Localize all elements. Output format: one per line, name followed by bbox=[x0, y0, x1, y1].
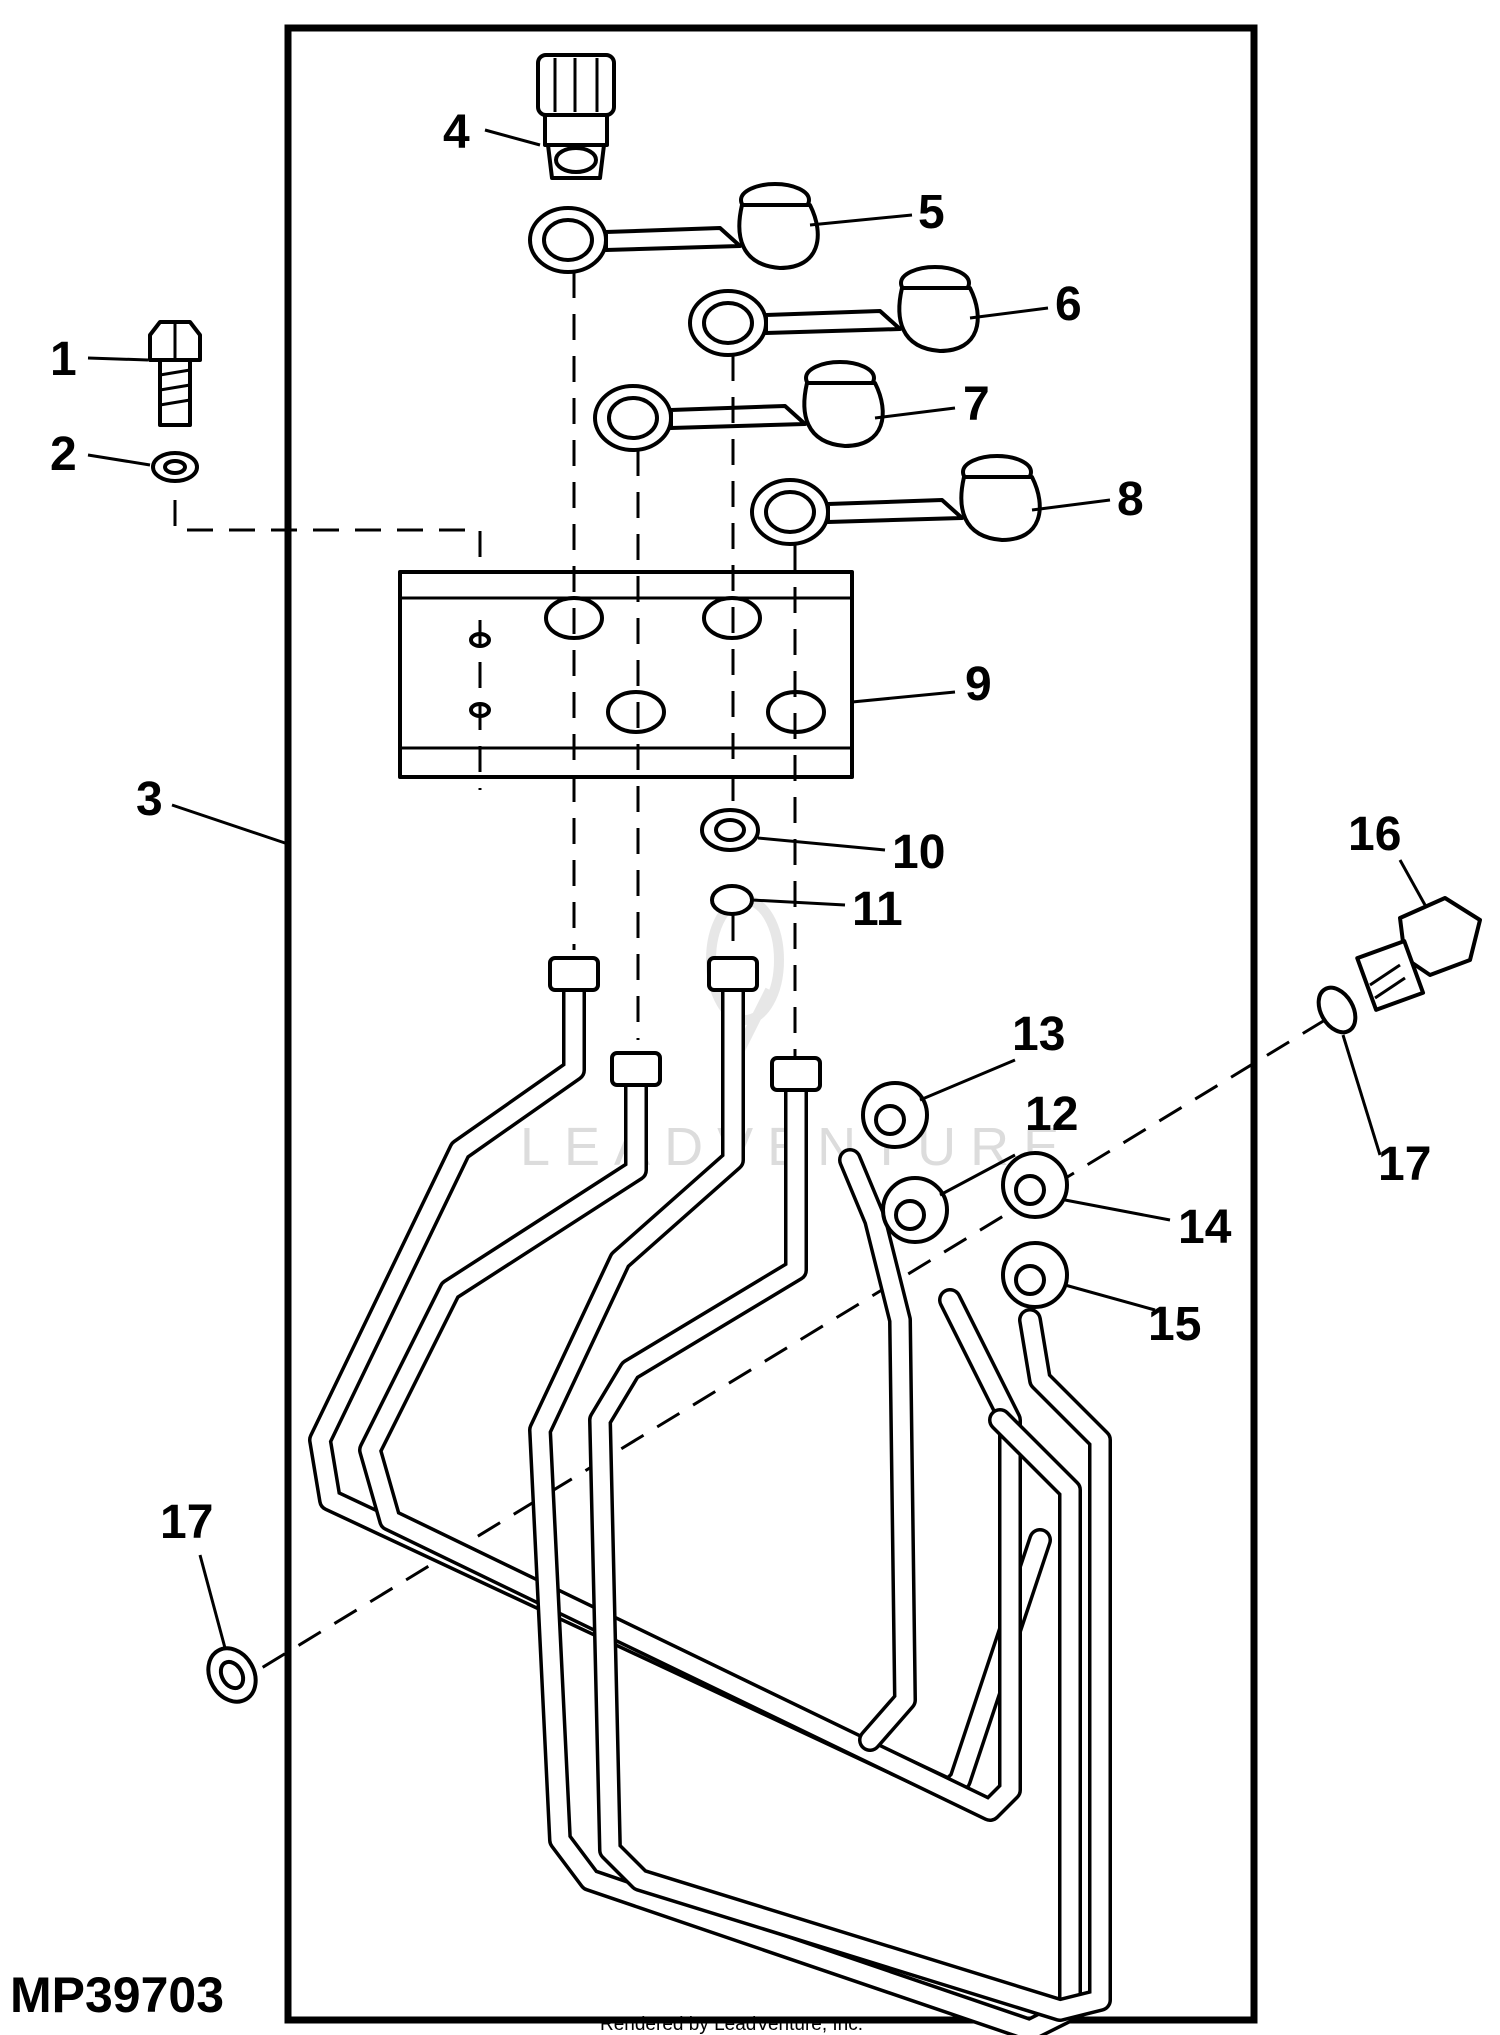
kit-frame bbox=[284, 24, 1258, 2024]
hydraulic-tubes bbox=[308, 973, 1112, 2035]
render-credit: Rendered by LeadVenture, Inc. bbox=[600, 2014, 863, 2035]
leader-lines bbox=[87, 128, 1427, 1649]
callout-15: 15 bbox=[1148, 1298, 1201, 1351]
callout-13: 13 bbox=[1012, 1008, 1065, 1061]
callout-5: 5 bbox=[918, 186, 945, 239]
banjo-bolt bbox=[1355, 896, 1482, 1012]
callout-8: 8 bbox=[1117, 473, 1144, 526]
coupler-fitting bbox=[536, 53, 616, 180]
callout-12: 12 bbox=[1025, 1088, 1078, 1141]
callout-6: 6 bbox=[1055, 278, 1082, 331]
callout-14: 14 bbox=[1178, 1201, 1232, 1254]
lock-washer bbox=[151, 451, 199, 483]
callout-11: 11 bbox=[852, 883, 903, 936]
tube-end-15 bbox=[1001, 1241, 1069, 1309]
dust-cap-5 bbox=[528, 182, 820, 274]
callout-3: 3 bbox=[136, 773, 163, 826]
callout-4: 4 bbox=[443, 106, 470, 159]
callout-7: 7 bbox=[963, 378, 990, 431]
dust-cap-8 bbox=[750, 454, 1042, 546]
tube-end-12 bbox=[881, 1176, 949, 1244]
callout-17-left: 17 bbox=[160, 1496, 213, 1549]
dust-cap-6 bbox=[688, 265, 980, 357]
tube-end-13 bbox=[861, 1081, 929, 1149]
figure-id: MP39703 bbox=[10, 1967, 224, 2023]
callout-1: 1 bbox=[50, 333, 77, 386]
o-ring bbox=[710, 884, 754, 916]
callout-16: 16 bbox=[1348, 808, 1401, 861]
tube-end-14 bbox=[1001, 1151, 1069, 1219]
callout-2: 2 bbox=[50, 428, 77, 481]
sealing-washer-left bbox=[206, 1646, 258, 1704]
sealing-washer-right bbox=[1316, 985, 1358, 1035]
mounting-bracket bbox=[398, 570, 854, 779]
dust-cap-7 bbox=[593, 360, 885, 452]
snap-ring bbox=[700, 808, 760, 852]
cap-screw bbox=[148, 320, 202, 427]
callout-10: 10 bbox=[892, 826, 945, 879]
callout-17-right: 17 bbox=[1378, 1138, 1431, 1191]
tube-fittings bbox=[548, 956, 822, 1092]
callout-9: 9 bbox=[965, 658, 992, 711]
